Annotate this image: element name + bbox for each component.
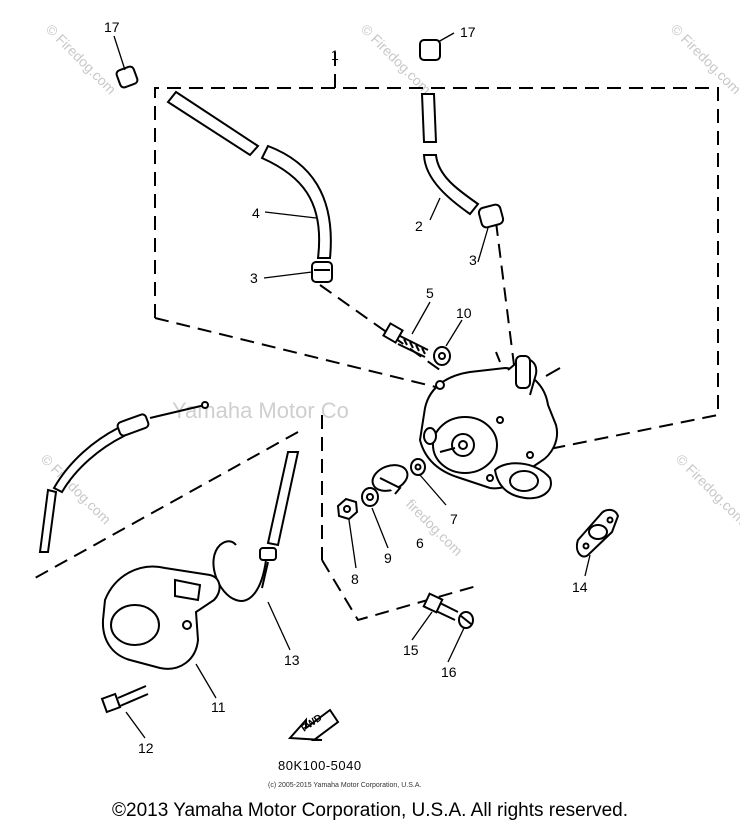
clamp-3-left (311, 261, 333, 283)
callout-16: 16 (441, 664, 457, 680)
callout-labels: 1 17 17 4 2 3 3 5 10 7 6 9 8 14 15 16 13… (104, 19, 588, 756)
callout-3-left: 3 (250, 270, 258, 286)
fuel-pump (418, 351, 561, 500)
leader-lines (113, 32, 591, 739)
callout-6: 6 (416, 535, 424, 551)
callout-17-left: 17 (104, 19, 120, 35)
callout-7: 7 (450, 511, 458, 527)
screw-5 (382, 322, 429, 358)
washer-16 (458, 611, 474, 629)
callout-9: 9 (384, 550, 392, 566)
watermark-firedog-5: © Firedog.com (673, 451, 740, 527)
gasket-14 (576, 508, 620, 558)
callout-5: 5 (426, 285, 434, 301)
diagram-small-copyright: (c) 2005-2015 Yamaha Motor Corporation, … (268, 782, 422, 789)
callout-14: 14 (572, 579, 588, 595)
callout-2: 2 (415, 218, 423, 234)
hose-2 (420, 93, 480, 216)
watermark-yamaha: Yamaha Motor Co (172, 398, 349, 423)
callout-4: 4 (252, 205, 260, 221)
diaphragm-plate (371, 464, 409, 495)
copyright-footer: ©2013 Yamaha Motor Corporation, U.S.A. A… (112, 800, 628, 821)
screw-15 (422, 592, 459, 621)
switch-cable-13 (212, 451, 300, 602)
callout-12: 12 (138, 740, 154, 756)
clamp-17-right (419, 39, 441, 61)
callout-13: 13 (284, 652, 300, 668)
callout-3-right: 3 (469, 252, 477, 268)
washer-7 (410, 458, 426, 476)
fwd-arrow: FWD (287, 708, 340, 741)
assembly-outline (34, 50, 719, 622)
washer-10 (433, 346, 451, 366)
callout-1: 1 (331, 47, 339, 63)
washer-9 (361, 487, 379, 507)
throttle-cable (38, 401, 209, 553)
watermark-firedog-6: firedog.com (403, 496, 466, 559)
bolt-12 (100, 685, 149, 714)
callout-15: 15 (403, 642, 419, 658)
callout-17-right: 17 (460, 24, 476, 40)
nut-8 (336, 497, 359, 521)
callout-8: 8 (351, 571, 359, 587)
callout-10: 10 (456, 305, 472, 321)
watermark-firedog-3: © Firedog.com (668, 21, 740, 97)
hose-4 (166, 90, 332, 259)
callout-11: 11 (211, 699, 226, 715)
diagram-part-code: 80K100-5040 (278, 758, 362, 773)
clamp-3-right (477, 203, 505, 229)
cover-11 (101, 565, 221, 670)
